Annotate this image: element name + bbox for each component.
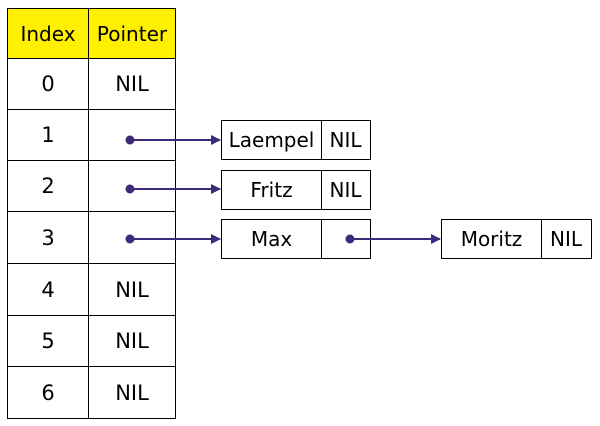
pointer-cell-5: NIL (88, 315, 176, 367)
index-cell-6: 6 (7, 366, 89, 419)
arrow-row-1 (125, 135, 221, 145)
pointer-cell-4: NIL (88, 263, 176, 316)
node-value: Laempel (228, 128, 315, 152)
node-value: Max (250, 227, 293, 251)
arrow-max-to-moritz (345, 234, 441, 244)
list-node-moritz: Moritz NIL (441, 219, 592, 259)
header-index: Index (7, 8, 89, 59)
node-next: NIL (541, 220, 590, 258)
node-next: NIL (321, 171, 369, 209)
arrow-row-2 (125, 184, 221, 194)
list-node-laempel: Laempel NIL (221, 120, 371, 160)
node-value: Fritz (250, 178, 293, 202)
node-next: NIL (321, 121, 369, 159)
index-cell-1: 1 (7, 109, 89, 161)
arrow-row-3 (125, 234, 221, 244)
pointer-cell-6: NIL (88, 366, 176, 419)
index-cell-5: 5 (7, 315, 89, 367)
index-cell-2: 2 (7, 160, 89, 212)
list-node-fritz: Fritz NIL (221, 170, 371, 210)
node-next (321, 220, 369, 258)
index-cell-4: 4 (7, 263, 89, 316)
node-value: Moritz (460, 227, 523, 251)
